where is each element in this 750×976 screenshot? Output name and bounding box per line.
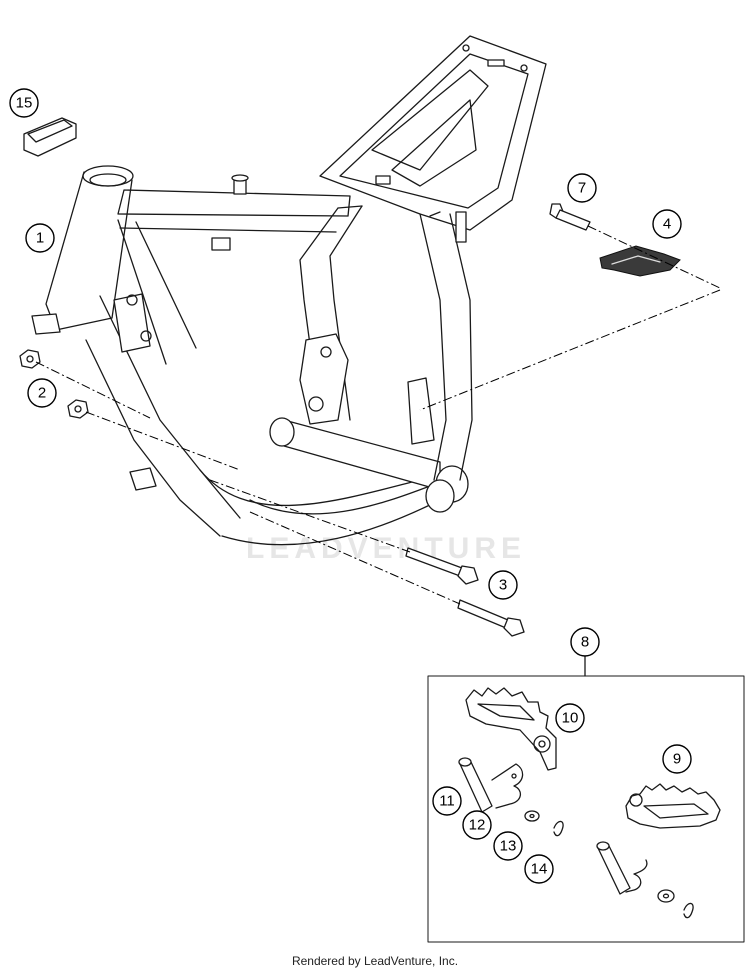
guide-part <box>599 245 681 277</box>
footrest-part-right <box>625 783 721 829</box>
svg-text:11: 11 <box>439 793 455 810</box>
cap-part <box>23 117 77 157</box>
svg-text:14: 14 <box>531 861 548 878</box>
nut-part <box>19 349 89 419</box>
svg-text:1: 1 <box>36 230 44 247</box>
screw-part <box>549 203 591 231</box>
watermark-text: LEADVENTURE <box>246 532 526 565</box>
small-parts-left <box>458 757 564 837</box>
svg-text:2: 2 <box>38 385 46 402</box>
leader-lines <box>35 225 721 605</box>
callout-7: 7 <box>567 173 597 203</box>
callout-4: 4 <box>652 209 682 239</box>
frame-part <box>31 35 547 546</box>
callout-13: 13 <box>493 831 523 861</box>
callout-8: 8 <box>570 627 600 657</box>
svg-text:12: 12 <box>469 817 486 834</box>
svg-text:4: 4 <box>663 216 671 233</box>
svg-text:13: 13 <box>500 838 517 855</box>
svg-text:10: 10 <box>562 710 579 727</box>
callout-3: 3 <box>488 570 518 600</box>
svg-text:3: 3 <box>499 577 507 594</box>
svg-text:9: 9 <box>673 751 681 768</box>
callout-9: 9 <box>662 744 692 774</box>
svg-text:8: 8 <box>581 634 589 651</box>
bolt-part <box>405 547 525 637</box>
callout-10: 10 <box>555 703 585 733</box>
footrest-part-left <box>465 687 557 771</box>
svg-text:15: 15 <box>16 95 33 112</box>
kit-box <box>427 655 745 943</box>
callout-1: 1 <box>25 223 55 253</box>
callout-11: 11 <box>432 786 462 816</box>
callout-15: 15 <box>9 88 39 118</box>
callout-14: 14 <box>524 854 554 884</box>
callout-12: 12 <box>462 810 492 840</box>
callout-2: 2 <box>27 378 57 408</box>
svg-text:7: 7 <box>578 180 586 197</box>
small-parts-right <box>596 841 694 919</box>
footer-credit: Rendered by LeadVenture, Inc. <box>291 954 459 968</box>
